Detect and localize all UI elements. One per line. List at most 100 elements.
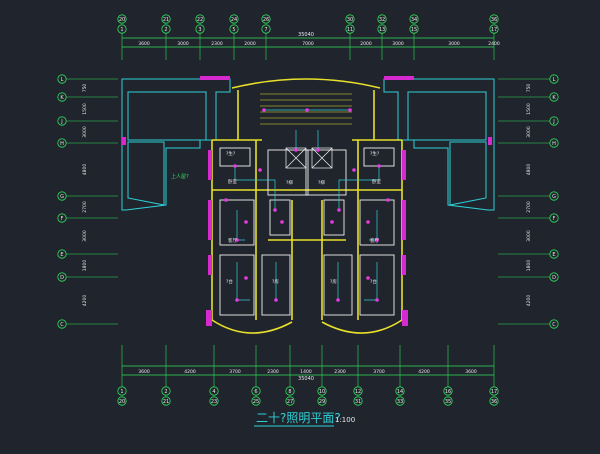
dim-bottom-3: 2300 — [267, 369, 279, 375]
light-fixture-16 — [366, 220, 370, 224]
overall-dim-bottom-text: 35040 — [298, 376, 314, 382]
label-room-d-right: ?房 — [330, 278, 337, 285]
light-fixture-17 — [280, 220, 284, 224]
dim-right-3: 4800 — [526, 164, 532, 176]
bottom-axis-b-8: 35 — [445, 399, 451, 405]
dim-left-4: 2700 — [82, 201, 88, 213]
dim-top-7: 3000 — [448, 41, 460, 47]
dim-right-2: 3000 — [526, 126, 532, 138]
right-axis-4: G — [552, 194, 556, 200]
label-room-c-left: 客厅 — [228, 237, 237, 244]
building-outline — [121, 78, 495, 211]
label-room-a-right: ?生? — [370, 150, 380, 157]
right-axis-1: K — [552, 95, 556, 101]
overall-dim-top-text: 35040 — [298, 32, 314, 38]
label-room-f-left: ?台 — [226, 278, 233, 285]
bottom-axis-a-1: 2 — [164, 389, 167, 395]
light-fixture-3 — [337, 208, 341, 212]
dim-left-2: 3000 — [82, 126, 88, 138]
light-fixture-6 — [235, 298, 239, 302]
bottom-axis-b-2: 23 — [211, 399, 217, 405]
bottom-axis-a-3: 6 — [254, 389, 257, 395]
left-axis-3: H — [60, 141, 64, 147]
dim-right-4: 2700 — [526, 201, 532, 213]
bottom-axis-b-0: 20 — [119, 399, 125, 405]
dim-top-6: 3000 — [392, 41, 404, 47]
top-axis-a-6-circle — [377, 14, 387, 24]
right-axis-0: L — [553, 77, 556, 83]
top-axis-a-7-circle — [409, 14, 419, 24]
bottom-axis-b-3-circle — [251, 396, 261, 406]
dim-left-3: 4800 — [82, 164, 88, 176]
bottom-axis-a-0: 1 — [120, 389, 123, 395]
top-axis-a-4-circle — [261, 14, 271, 24]
top-axis-a-3: 24 — [231, 17, 237, 23]
top-axis-b-7: 15 — [411, 27, 417, 33]
light-fixture-5 — [375, 238, 379, 242]
overall-dimension-bottom — [122, 365, 494, 376]
top-axis-a-2: 22 — [197, 17, 203, 23]
light-fixture-1 — [377, 164, 381, 168]
dim-bottom-5: 2300 — [334, 369, 346, 375]
bottom-axis-a-4: 8 — [288, 389, 291, 395]
left-axis-1: K — [60, 95, 64, 101]
light-fixture-21 — [224, 198, 228, 202]
bottom-axis-b-7: 33 — [397, 399, 403, 405]
bottom-axis-a-6: 12 — [355, 389, 361, 395]
dim-top-2: 2300 — [211, 41, 223, 47]
dim-left-5: 3000 — [82, 230, 88, 242]
dim-top-3: 2000 — [244, 41, 256, 47]
drawing-title: 二十?照明平面? — [256, 411, 341, 425]
bottom-axis-a-5: 10 — [319, 389, 325, 395]
bottom-axis-b-0-circle — [117, 396, 127, 406]
light-fixture-8 — [274, 298, 278, 302]
light-fixture-2 — [273, 208, 277, 212]
right-axis-6: E — [552, 252, 555, 258]
light-fixture-9 — [336, 298, 340, 302]
top-axis-b-3: 5 — [232, 27, 235, 33]
top-axis-b-5: 11 — [347, 27, 353, 33]
dim-bottom-1: 4200 — [184, 369, 196, 375]
bottom-axis-b-4: 27 — [287, 399, 293, 405]
top-axis-b-4: 7 — [264, 27, 267, 33]
left-axis-4: G — [60, 194, 64, 200]
bottom-axis-b-5-circle — [317, 396, 327, 406]
label-room-c-right: 客厅 — [370, 237, 379, 244]
dim-right-0: 750 — [526, 84, 532, 93]
dim-left-6: 1800 — [82, 260, 88, 272]
dim-top-0: 3600 — [138, 41, 150, 47]
light-fixture-14 — [305, 108, 309, 112]
dim-left-7: 4200 — [82, 295, 88, 307]
light-fixture-15 — [244, 220, 248, 224]
top-axis-a-8-circle — [489, 14, 499, 24]
bottom-axis-a-2: 4 — [212, 389, 215, 395]
light-fixture-0 — [233, 164, 237, 168]
right-axis-3: H — [552, 141, 556, 147]
top-axis-a-4: 26 — [263, 17, 269, 23]
right-axis-5: F — [553, 216, 556, 222]
light-fixture-13 — [348, 108, 352, 112]
dim-right-7: 4200 — [526, 295, 532, 307]
bottom-axis-b-1-circle — [161, 396, 171, 406]
dim-top-5: 2000 — [360, 41, 372, 47]
drawing-scale: 1:100 — [335, 416, 355, 424]
top-axis-a-3-circle — [229, 14, 239, 24]
top-axis-a-2-circle — [195, 14, 205, 24]
light-fixture-20 — [366, 276, 370, 280]
dim-bottom-2: 3700 — [229, 369, 241, 375]
stair-hatch — [260, 93, 352, 125]
left-axis-7: D — [60, 275, 64, 281]
interior-walls — [219, 147, 395, 316]
dim-bottom-0: 3600 — [138, 369, 150, 375]
left-axis-5: F — [61, 216, 64, 222]
top-axis-a-1-circle — [161, 14, 171, 24]
top-axis-b-1: 2 — [164, 27, 167, 33]
bottom-axis-b-8-circle — [443, 396, 453, 406]
